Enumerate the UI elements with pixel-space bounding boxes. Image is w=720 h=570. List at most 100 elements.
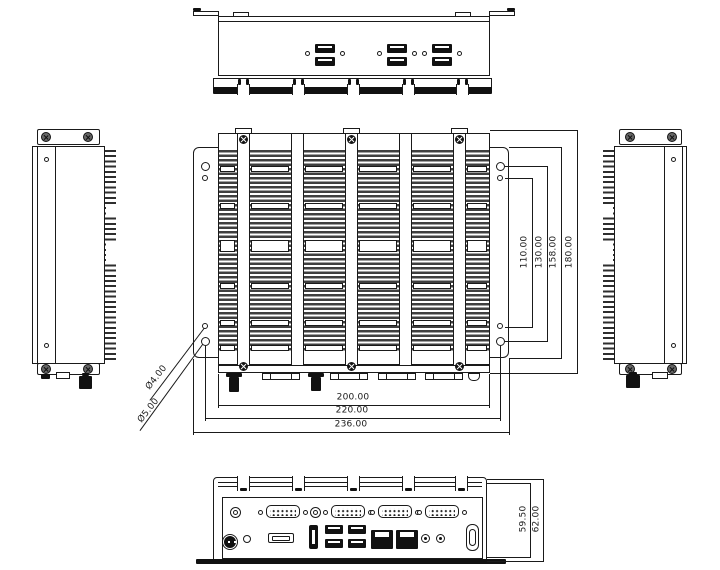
drawing-line <box>312 530 315 544</box>
fin-tick <box>301 79 304 85</box>
fin-break <box>251 203 289 209</box>
mounting-hole-5mm <box>495 336 505 346</box>
panel-line <box>664 147 665 363</box>
fin-break <box>220 283 235 289</box>
panel-line <box>219 21 489 22</box>
extension-line <box>487 557 530 558</box>
mounting-flange <box>193 11 219 16</box>
port-edge <box>454 373 455 380</box>
drawing-line <box>390 59 404 61</box>
side-panel <box>32 146 105 364</box>
fin-tick <box>293 79 296 85</box>
usb-port <box>432 44 452 53</box>
extension-line <box>490 130 577 131</box>
screw-hole <box>422 50 427 56</box>
dimension-line <box>547 166 548 342</box>
audio-jack <box>438 536 442 540</box>
mounting-hole-4mm <box>202 322 208 329</box>
fin-break <box>359 166 397 172</box>
connector <box>652 372 668 379</box>
db9-serial-port <box>262 373 300 380</box>
fin-break <box>413 203 451 209</box>
screw-hole <box>305 50 310 56</box>
side-panel <box>614 146 687 364</box>
screw-icon <box>625 132 635 142</box>
fin-notch <box>292 84 305 95</box>
fin-tick <box>348 79 351 85</box>
extension-line <box>205 346 206 421</box>
fin-rail <box>291 134 304 365</box>
port-edge <box>291 373 292 380</box>
screw-icon <box>239 361 248 371</box>
fin-break <box>359 203 397 209</box>
screw-icon <box>455 134 464 144</box>
antenna-mount <box>312 509 318 515</box>
usb-port <box>387 57 407 66</box>
screw-icon <box>455 361 464 371</box>
dimension-line <box>193 432 510 433</box>
antenna-connector <box>311 377 321 391</box>
panel-line <box>682 147 683 363</box>
flange-tab <box>507 8 515 11</box>
fin-break <box>467 345 487 351</box>
top-bracket <box>619 129 682 145</box>
panel-line <box>37 147 38 363</box>
screw-icon <box>83 132 93 142</box>
screw-tab <box>455 12 471 17</box>
db9-pins <box>270 508 296 516</box>
fin-notch <box>455 476 468 491</box>
power-button-inner <box>469 529 476 546</box>
leader-line <box>149 328 205 401</box>
extension-line <box>487 483 530 484</box>
antenna-connector <box>79 376 92 389</box>
fin-break <box>359 283 397 289</box>
base-plate-edge <box>196 559 506 564</box>
dimension-line <box>561 147 562 359</box>
screw-icon <box>41 364 51 374</box>
drawing-line <box>435 59 449 61</box>
drawing-line <box>106 243 118 261</box>
drawing-line <box>106 205 118 215</box>
screw-tab <box>451 128 468 134</box>
fin-break <box>305 345 343 351</box>
dim-label-236: 236.00 <box>334 419 368 430</box>
usb-port <box>432 57 452 66</box>
antenna-connector <box>626 375 640 388</box>
db9-pins <box>335 508 361 516</box>
drawing-line <box>351 527 363 529</box>
drawing-line <box>351 541 363 543</box>
fin-edge <box>213 78 492 79</box>
reset-button <box>243 535 251 543</box>
antenna-mount <box>232 509 238 515</box>
mounting-hole <box>43 342 49 348</box>
db9-serial-port <box>425 373 463 380</box>
fin-break <box>305 283 343 289</box>
drawing-line <box>318 46 332 48</box>
drawing-line <box>318 59 332 61</box>
drawing-line <box>400 532 414 537</box>
fin-tick <box>457 79 460 85</box>
fin-break <box>467 166 487 172</box>
fin-break <box>359 240 397 252</box>
mounting-hole <box>670 156 676 162</box>
fin-break <box>251 320 289 326</box>
extension-line <box>509 359 510 435</box>
fin-notch <box>237 476 250 491</box>
fin-break <box>305 320 343 326</box>
fin-tick <box>411 79 414 85</box>
usb-port <box>348 539 366 548</box>
dimension-line <box>205 418 501 419</box>
port-edge <box>338 373 339 380</box>
screw-hole <box>303 509 308 515</box>
usb-port <box>348 525 366 534</box>
flange-tab <box>193 8 201 11</box>
drawing-line <box>228 541 230 543</box>
fin-tick <box>465 79 468 85</box>
extension-line <box>505 341 547 342</box>
fin-break <box>467 283 487 289</box>
port-edge <box>270 373 271 380</box>
screw-icon <box>347 361 356 371</box>
screw-hole <box>457 50 462 56</box>
port-edge <box>433 373 434 380</box>
mounting-hole-4mm <box>202 174 208 181</box>
